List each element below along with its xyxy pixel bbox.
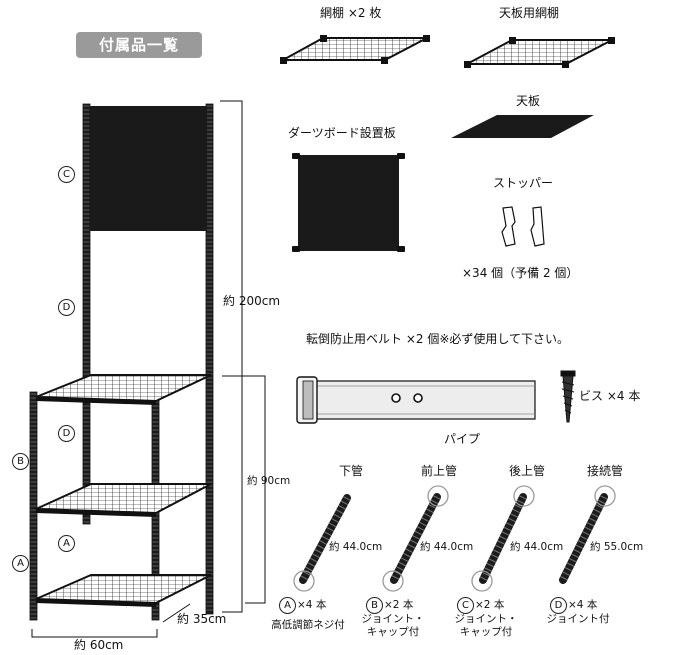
pipe-marker-d: D bbox=[550, 597, 567, 614]
screw-illustration bbox=[560, 370, 576, 423]
top-mesh-shelf-illustration bbox=[464, 37, 615, 68]
pipe-marker-c: C bbox=[457, 597, 474, 614]
pipe-note-front-upper-1: ジョイント・ bbox=[361, 613, 425, 625]
dimension-total-height: 約 200cm bbox=[223, 294, 281, 308]
pipe-name-front-upper: 前上管 bbox=[421, 464, 458, 478]
pipe-qty-lower: ×4 本 bbox=[297, 599, 327, 611]
pipe-heading: パイプ bbox=[444, 432, 481, 446]
belt-illustration bbox=[296, 376, 536, 424]
mesh-shelf-label: 網棚 ×2 枚 bbox=[320, 6, 382, 20]
screw-label: ビス ×4 本 bbox=[579, 389, 641, 403]
pipe-note-rear-upper-2: キャップ付 bbox=[459, 626, 513, 638]
dimension-lower-height: 約 90cm bbox=[247, 475, 291, 487]
stopper-label: ストッパー bbox=[493, 176, 554, 190]
dimension-lines bbox=[31, 100, 266, 638]
pipe-illustrations bbox=[293, 485, 616, 592]
pipe-name-connector: 接続管 bbox=[587, 464, 624, 478]
pipe-length-lower: 約 44.0cm bbox=[329, 541, 383, 553]
top-board-illustration bbox=[451, 115, 594, 138]
pipe-marker-b: B bbox=[366, 597, 383, 614]
dimension-depth: 約 35cm bbox=[177, 612, 227, 626]
rack-shelf-bottom bbox=[35, 574, 212, 605]
rack-marker-d-upper: D bbox=[58, 299, 75, 316]
rack-illustration bbox=[29, 103, 214, 621]
pipe-length-rear-upper: 約 44.0cm bbox=[510, 541, 564, 553]
pipe-length-front-upper: 約 44.0cm bbox=[420, 541, 474, 553]
pipe-note-front-upper-2: キャップ付 bbox=[366, 626, 420, 638]
pipe-name-rear-upper: 後上管 bbox=[509, 464, 546, 478]
pipe-qty-front-upper: ×2 本 bbox=[384, 599, 414, 611]
dartboard-mount-label: ダーツボード設置板 bbox=[288, 126, 396, 140]
pipe-note-connector: ジョイント付 bbox=[546, 613, 610, 625]
pipe-length-connector: 約 55.0cm bbox=[590, 541, 644, 553]
pipe-marker-a: A bbox=[279, 597, 296, 614]
rack-marker-a-upper: A bbox=[58, 535, 75, 552]
belt-label: 転倒防止用ベルト ×2 個※必ず使用して下さい。 bbox=[306, 332, 570, 346]
pipe-qty-connector: ×4 本 bbox=[568, 599, 598, 611]
stopper-quantity: ×34 個（予備 2 個） bbox=[462, 266, 579, 280]
mesh-shelf-illustration bbox=[280, 35, 430, 64]
page-title: 付属品一覧 bbox=[76, 32, 202, 58]
rack-shelf-top bbox=[35, 374, 212, 403]
rack-marker-b: B bbox=[12, 453, 29, 470]
rack-back-post-right bbox=[205, 103, 214, 615]
pipe-name-lower: 下管 bbox=[339, 464, 364, 478]
dimension-width: 約 60cm bbox=[74, 638, 124, 652]
rack-marker-c: C bbox=[58, 166, 75, 183]
pipe-qty-rear-upper: ×2 本 bbox=[475, 599, 505, 611]
rack-marker-a-lower: A bbox=[12, 555, 29, 572]
dartboard-mount-illustration bbox=[292, 153, 405, 252]
rack-dartboard-panel bbox=[90, 106, 207, 231]
top-mesh-shelf-label: 天板用網棚 bbox=[499, 6, 560, 20]
rack-marker-d-mid: D bbox=[58, 425, 75, 442]
rack-front-post-left bbox=[29, 391, 38, 621]
top-board-label: 天板 bbox=[516, 94, 541, 108]
pipe-note-rear-upper-1: ジョイント・ bbox=[454, 613, 518, 625]
rack-shelf-middle bbox=[35, 483, 212, 515]
rack-back-post-left bbox=[82, 103, 91, 525]
stopper-illustration bbox=[501, 206, 545, 247]
pipe-note-lower: 高低調節ネジ付 bbox=[271, 619, 345, 631]
